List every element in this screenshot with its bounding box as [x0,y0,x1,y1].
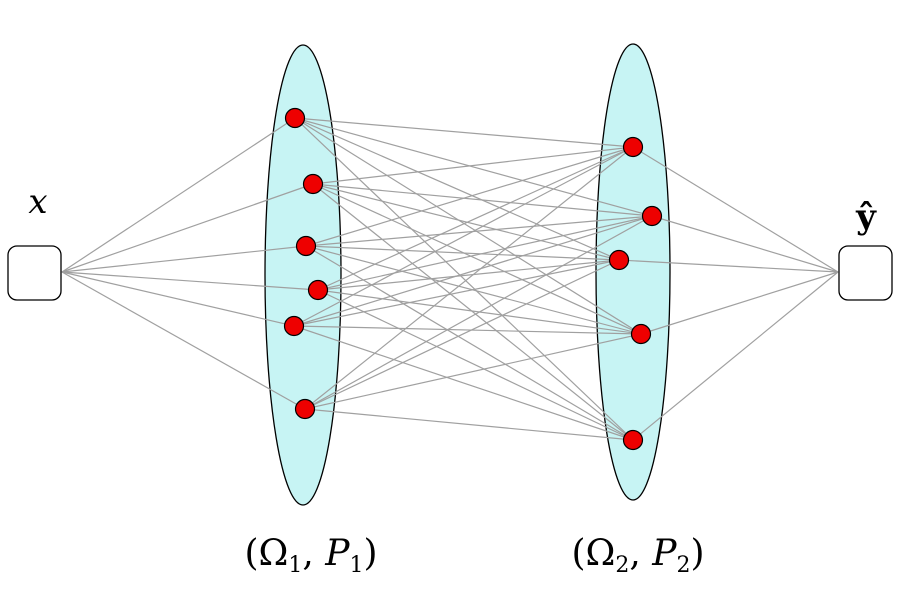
edge-l1-5-to-l2-4 [293,325,642,335]
output-label: ŷ [855,197,877,237]
edge-l2-5-to-output [632,271,839,441]
layer-1-ellipse [264,44,342,506]
layer-2-node-2 [641,205,663,227]
layer-2-node-1 [622,136,644,158]
edge-input-to-l1-6 [61,271,306,410]
layer-1-node-2 [302,173,324,195]
layer-2-node-3 [608,249,630,271]
edge-l1-6-to-l2-5 [304,408,634,441]
layer-2-label-mid: , [629,533,652,574]
edge-input-to-l1-3 [61,245,307,273]
edge-l1-1-to-l2-5 [294,117,634,441]
edge-l2-1-to-output [632,146,839,273]
edge-l1-2-to-l2-5 [312,183,634,441]
layer-2-label-sub1: 2 [615,553,629,578]
edge-l1-6-to-l2-4 [304,333,642,410]
edge-l1-5-to-l2-2 [293,215,653,327]
layer-1-label-var: P [324,533,350,574]
edge-l1-4-to-l2-5 [317,289,634,441]
layer-2-label: (Ω2, P2) [571,533,704,578]
layer-1-node-4 [307,279,329,301]
edge-input-to-l1-1 [61,117,296,273]
edge-l2-4-to-output [640,271,839,335]
input-label: x [28,182,47,222]
layer-1-node-5 [283,315,305,337]
edge-l1-4-to-l2-2 [317,215,653,291]
edge-l1-6-to-l2-1 [304,146,634,410]
edge-input-to-l1-2 [61,183,314,273]
layer-1-label-close: ) [363,533,377,574]
layer-2-label-var: P [651,533,677,574]
edge-l1-6-to-l2-3 [304,259,620,410]
edge-l1-5-to-l2-3 [293,259,620,327]
layer-1-label-mid: , [302,533,325,574]
edge-l1-1-to-l2-3 [294,117,620,261]
input-node-box [7,245,62,301]
edge-l1-6-to-l2-2 [304,215,653,410]
layer-1-node-1 [284,107,306,129]
edge-input-to-l1-4 [61,271,319,291]
edge-l1-3-to-l2-2 [305,215,653,247]
layer-2-label-close: ) [690,533,704,574]
nodes-group [283,107,663,451]
layer-2-node-4 [630,323,652,345]
edge-input-to-l1-5 [61,271,295,327]
edge-l1-2-to-l2-1 [312,146,634,185]
output-node-box [838,245,893,301]
edge-l1-1-to-l2-4 [294,117,642,335]
edge-l1-2-to-l2-3 [312,183,620,261]
edge-l1-3-to-l2-3 [305,245,620,261]
edge-l2-2-to-output [651,215,839,273]
layer-1-label-sub2: 1 [349,553,363,578]
edge-l1-5-to-l2-1 [293,146,634,327]
layer-2-node-5 [622,429,644,451]
edges-group [61,117,839,441]
edge-l1-4-to-l2-1 [317,146,634,291]
edge-l1-5-to-l2-5 [293,325,634,441]
layer-2-label-sub2: 2 [676,553,690,578]
layer-1-label: (Ω1, P1) [244,533,377,578]
layer-1-label-open: (Ω [244,533,288,574]
edge-l2-3-to-output [618,259,839,273]
edge-l1-1-to-l2-2 [294,117,653,217]
edge-l1-3-to-l2-5 [305,245,634,441]
edge-l1-2-to-l2-4 [312,183,642,335]
layer-1-node-6 [294,398,316,420]
layer-2-label-open: (Ω [571,533,615,574]
edge-l1-3-to-l2-1 [305,146,634,247]
layer-1-node-3 [295,235,317,257]
layer-1-label-sub1: 1 [288,553,302,578]
edge-l1-2-to-l2-2 [312,183,653,217]
edge-l1-4-to-l2-3 [317,259,620,291]
edge-l1-1-to-l2-1 [294,117,634,148]
